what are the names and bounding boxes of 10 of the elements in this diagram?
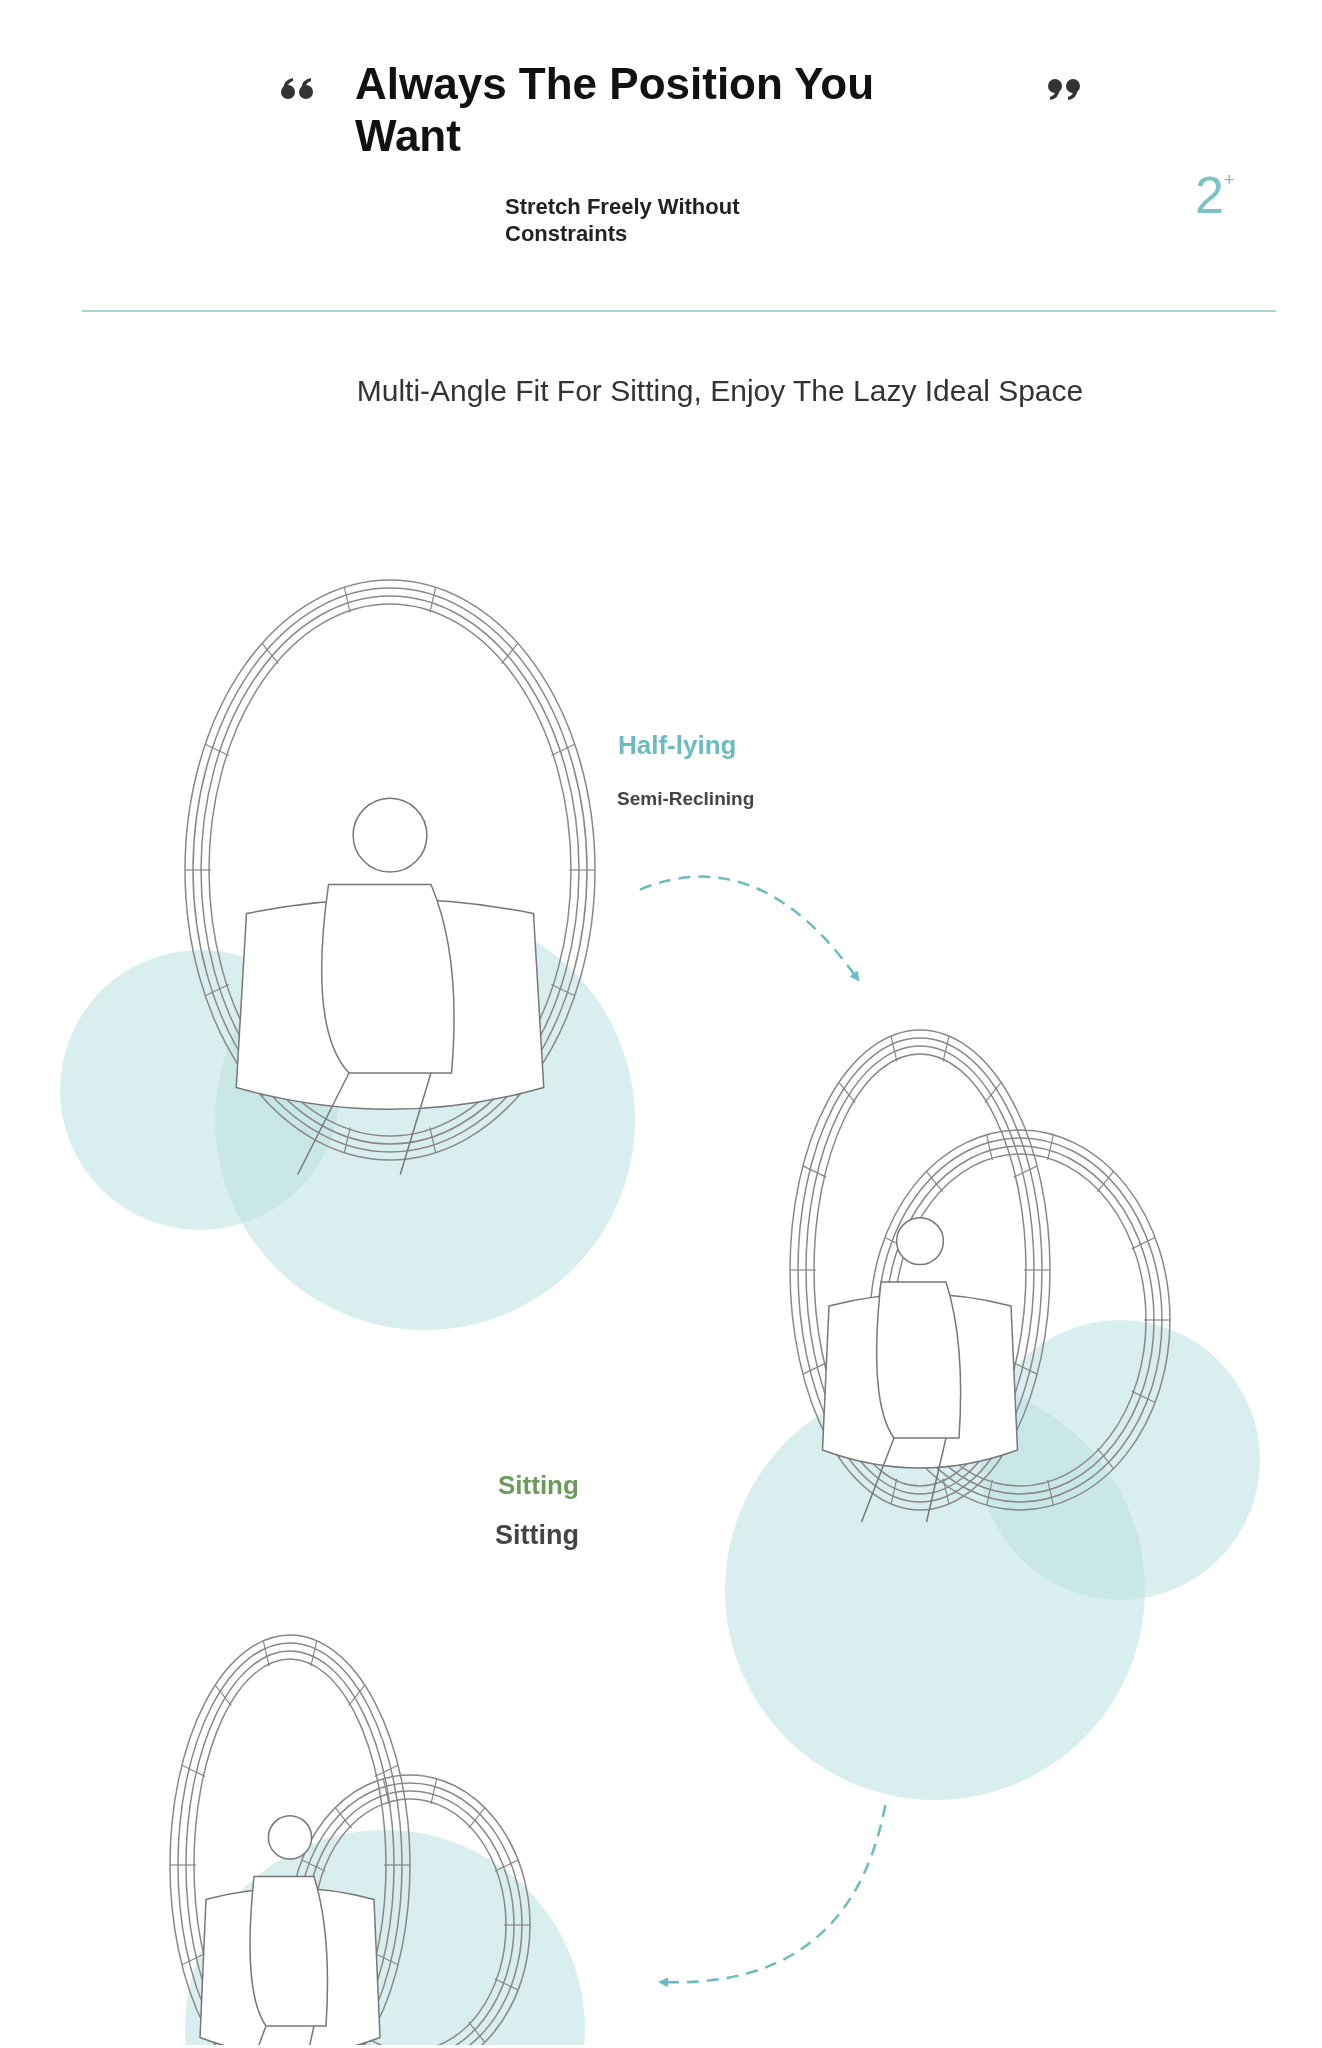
- subtitle: Stretch Freely Without Constraints: [505, 193, 741, 247]
- pose-label: Sitting: [498, 1470, 579, 1501]
- section-number: 2$^{+}$: [1195, 165, 1235, 225]
- title: Always The Position You Want: [355, 58, 876, 162]
- dashed-arrow: [639, 875, 860, 982]
- pose-caption: Semi-Reclining: [617, 788, 755, 810]
- pose-caption: Sitting: [495, 1520, 579, 1551]
- dashed-arrow: [658, 1804, 887, 1987]
- pose-label: Half-lying: [618, 730, 737, 761]
- tagline: Multi-Angle Fit For Sitting, Enjoy The Lazy Ideal Space: [355, 373, 1085, 409]
